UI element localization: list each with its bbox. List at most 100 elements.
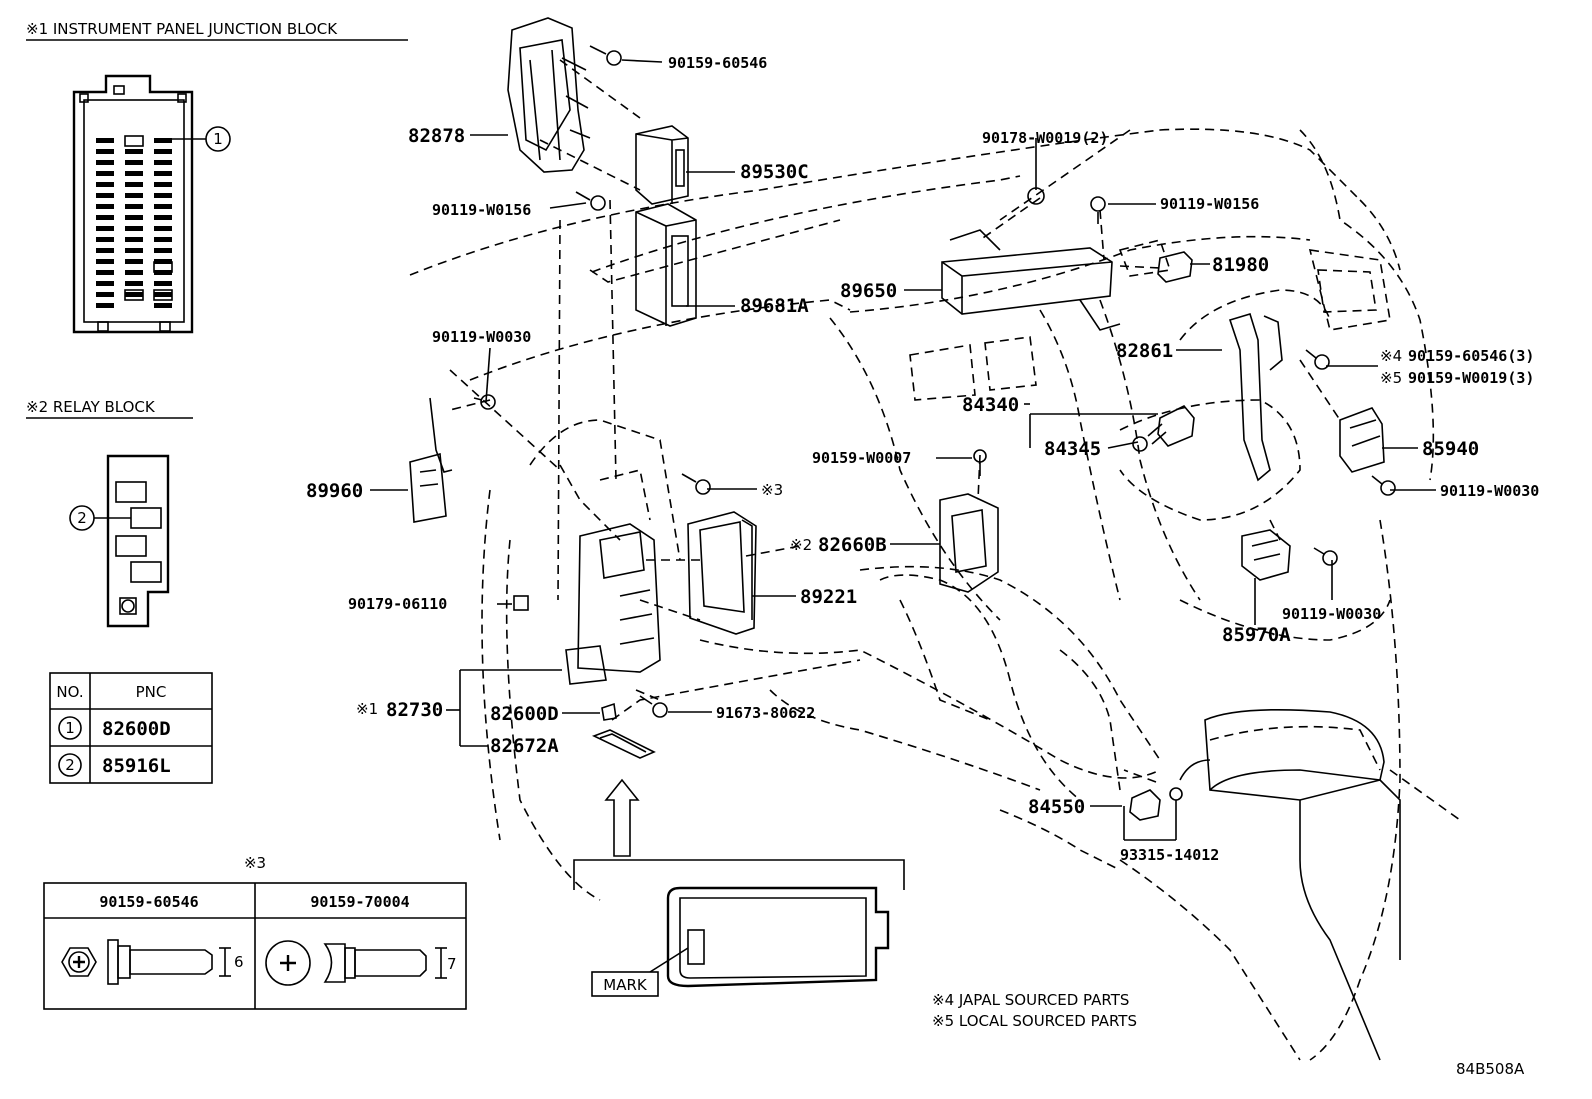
part-89650-module <box>941 229 1121 331</box>
label-90119-w0156-b: 90119-W0156 <box>1160 195 1259 213</box>
screw-90119-w0156-a <box>575 191 606 211</box>
label-89530c: 89530C <box>740 161 809 183</box>
note-japal: ※4 JAPAL SOURCED PARTS <box>932 991 1129 1009</box>
part-89530c-module <box>635 125 689 205</box>
fuse-slot <box>125 171 143 176</box>
part-84345-knob <box>1132 436 1148 452</box>
fuse-slot <box>154 160 172 165</box>
fuse-slot <box>96 204 114 209</box>
part-89681a-ecu <box>635 203 697 327</box>
label-82730: 82730 <box>386 699 443 721</box>
part-82730-junction-block <box>565 523 661 685</box>
fuse-slot <box>125 237 143 242</box>
screw-90119-w0156-b <box>1090 196 1106 224</box>
part-85970a-relay <box>1241 529 1291 581</box>
screw-90159-60546 <box>589 45 622 66</box>
fuse-slot <box>96 270 114 275</box>
clip-90179-06110 <box>513 595 529 611</box>
fuse-slot <box>96 149 114 154</box>
fuse-slot <box>154 237 172 242</box>
label-90159-60546: 90159-60546 <box>668 54 767 72</box>
fuse-slot <box>96 281 114 286</box>
label-ref5: ※5 <box>1380 369 1402 387</box>
note-local: ※5 LOCAL SOURCED PARTS <box>932 1012 1137 1030</box>
fastener-a-pn: 90159-60546 <box>99 893 198 911</box>
label-ref1: ※1 <box>356 700 378 718</box>
fastener-a-dim: 6 <box>234 953 244 971</box>
fuse-slot <box>154 215 172 220</box>
diagram-id: 84B508A <box>1456 1060 1525 1078</box>
screw-ref4-ref5 <box>1305 349 1330 370</box>
label-84550: 84550 <box>1028 796 1085 818</box>
fastener-b-dim: 7 <box>447 955 457 973</box>
screw-90119-w0030-c <box>1313 547 1338 566</box>
screw-91673-80622 <box>639 695 668 718</box>
fuse-slot <box>96 193 114 198</box>
fuse-slot <box>125 281 143 286</box>
fuse-slot <box>125 182 143 187</box>
part-82878-bracket <box>507 17 591 173</box>
pnc-table-col-no: NO. <box>56 683 83 701</box>
fuse-slot <box>154 204 172 209</box>
fuse-slot <box>96 138 114 143</box>
fuse-slot <box>125 248 143 253</box>
screw-93315-14012 <box>1169 787 1183 801</box>
label-93315-14012: 93315-14012 <box>1120 846 1219 864</box>
inset-arrow <box>604 778 640 857</box>
part-82672a-cover <box>591 729 656 759</box>
label-82878: 82878 <box>408 125 465 147</box>
pnc-row-2-no: 2 <box>65 756 75 774</box>
label-90119-w0030-a: 90119-W0030 <box>432 328 531 346</box>
label-85970a: 85970A <box>1222 624 1291 646</box>
fuse-slot <box>96 248 114 253</box>
label-85940: 85940 <box>1422 438 1479 460</box>
junction-block-header: ※1 INSTRUMENT PANEL JUNCTION BLOCK <box>26 20 338 38</box>
screw-ref3 <box>681 473 711 495</box>
screw-90119-w0030-b <box>1371 475 1396 496</box>
label-91673-80622: 91673-80622 <box>716 704 815 722</box>
dashboard-outline <box>409 128 1461 1061</box>
fuse-slot <box>96 292 114 297</box>
fuse-slot <box>125 204 143 209</box>
label-82861: 82861 <box>1116 340 1173 362</box>
mark-label: MARK <box>603 976 648 994</box>
fuse-slot <box>154 226 172 231</box>
label-ref3: ※3 <box>761 481 783 499</box>
screw-90159-w0007 <box>973 449 987 476</box>
fuse-slot <box>125 160 143 165</box>
fuse-slot <box>96 171 114 176</box>
junction-block-drawing <box>72 74 194 334</box>
part-85940-relay <box>1339 407 1385 473</box>
fuse-slot <box>96 215 114 220</box>
label-90178-w0019: 90178-W0019(2) <box>982 129 1108 147</box>
fuse-slot <box>154 292 172 297</box>
fuse-slot <box>125 193 143 198</box>
callout-2-number: 2 <box>77 509 87 527</box>
fuse-slot <box>96 259 114 264</box>
label-ref2: ※2 <box>790 536 812 554</box>
part-89960-sensor <box>409 397 453 523</box>
screw-90119-w0030-a <box>473 394 496 410</box>
fastener-b-pn: 90159-70004 <box>310 893 409 911</box>
label-89960: 89960 <box>306 480 363 502</box>
fuse-slot <box>125 215 143 220</box>
fuse-slot <box>154 138 172 143</box>
part-84340-switch <box>1147 405 1195 447</box>
callout-1-circle <box>205 126 231 152</box>
fuse-slot <box>154 193 172 198</box>
label-82600d: 82600D <box>490 703 559 725</box>
fuse-slot <box>125 259 143 264</box>
label-89650: 89650 <box>840 280 897 302</box>
fuse-slot <box>154 281 172 286</box>
clip-90178-w0019 <box>1027 187 1045 205</box>
label-90119-w0156-a: 90119-W0156 <box>432 201 531 219</box>
label-82660b: 82660B <box>818 534 887 556</box>
label-89221: 89221 <box>800 586 857 608</box>
fuse-slot <box>154 149 172 154</box>
label-90159-w0019-3: 90159-W0019(3) <box>1408 369 1534 387</box>
fuse-slot <box>96 226 114 231</box>
label-84345: 84345 <box>1044 438 1101 460</box>
pnc-row-1-pnc: 82600D <box>102 718 171 740</box>
part-82660b-relay <box>939 493 999 593</box>
